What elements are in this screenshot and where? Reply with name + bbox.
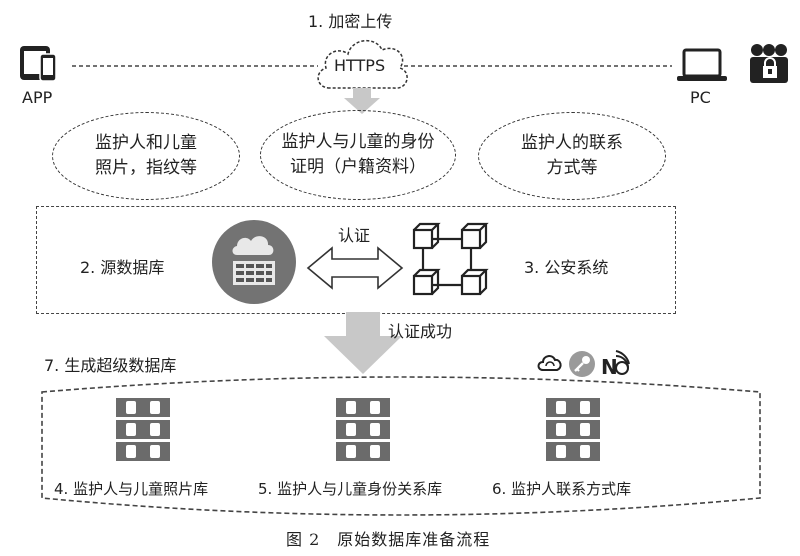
no-signal-icon: N (600, 350, 630, 379)
https-label: HTTPS (334, 56, 386, 75)
step-encrypt-upload: 1. 加密上传 (308, 12, 393, 31)
auth-label: 认证 (338, 226, 371, 245)
app-label: APP (22, 88, 53, 107)
ellipse-contact-info: 监护人的联系方式等 (478, 112, 666, 200)
db5-label: 5. 监护人与儿童身份关系库 (258, 480, 443, 498)
https-cloud-icon (312, 30, 412, 114)
network-blocks-icon (410, 220, 492, 300)
laptop-icon (676, 48, 728, 84)
auth-success-label: 认证成功 (388, 322, 453, 341)
svg-text:N: N (601, 355, 618, 379)
figure-caption: 图 2 原始数据库准备流程 (286, 530, 491, 549)
cloud-sync-icon (536, 352, 564, 376)
server-rack-icon (336, 398, 390, 462)
down-arrow-icon (322, 312, 404, 376)
user-group-lock-icon (748, 42, 790, 84)
ellipse-photos-fingerprints: 监护人和儿童照片，指纹等 (52, 112, 240, 200)
db6-label: 6. 监护人联系方式库 (492, 480, 632, 498)
police-system-label: 3. 公安系统 (524, 258, 609, 277)
server-rack-icon (546, 398, 600, 462)
pc-label: PC (690, 88, 711, 107)
db4-label: 4. 监护人与儿童照片库 (54, 480, 209, 498)
source-db-label: 2. 源数据库 (80, 258, 165, 277)
double-arrow-icon (306, 246, 404, 290)
cloud-server-icon (211, 219, 297, 305)
phone-tablet-icon (18, 44, 60, 82)
super-db-title: 7. 生成超级数据库 (44, 356, 177, 375)
server-rack-icon (116, 398, 170, 462)
connection-dashed-line (72, 65, 672, 67)
ellipse-identity-proof: 监护人与儿童的身份证明（户籍资料） (260, 110, 456, 200)
key-icon (568, 350, 596, 378)
